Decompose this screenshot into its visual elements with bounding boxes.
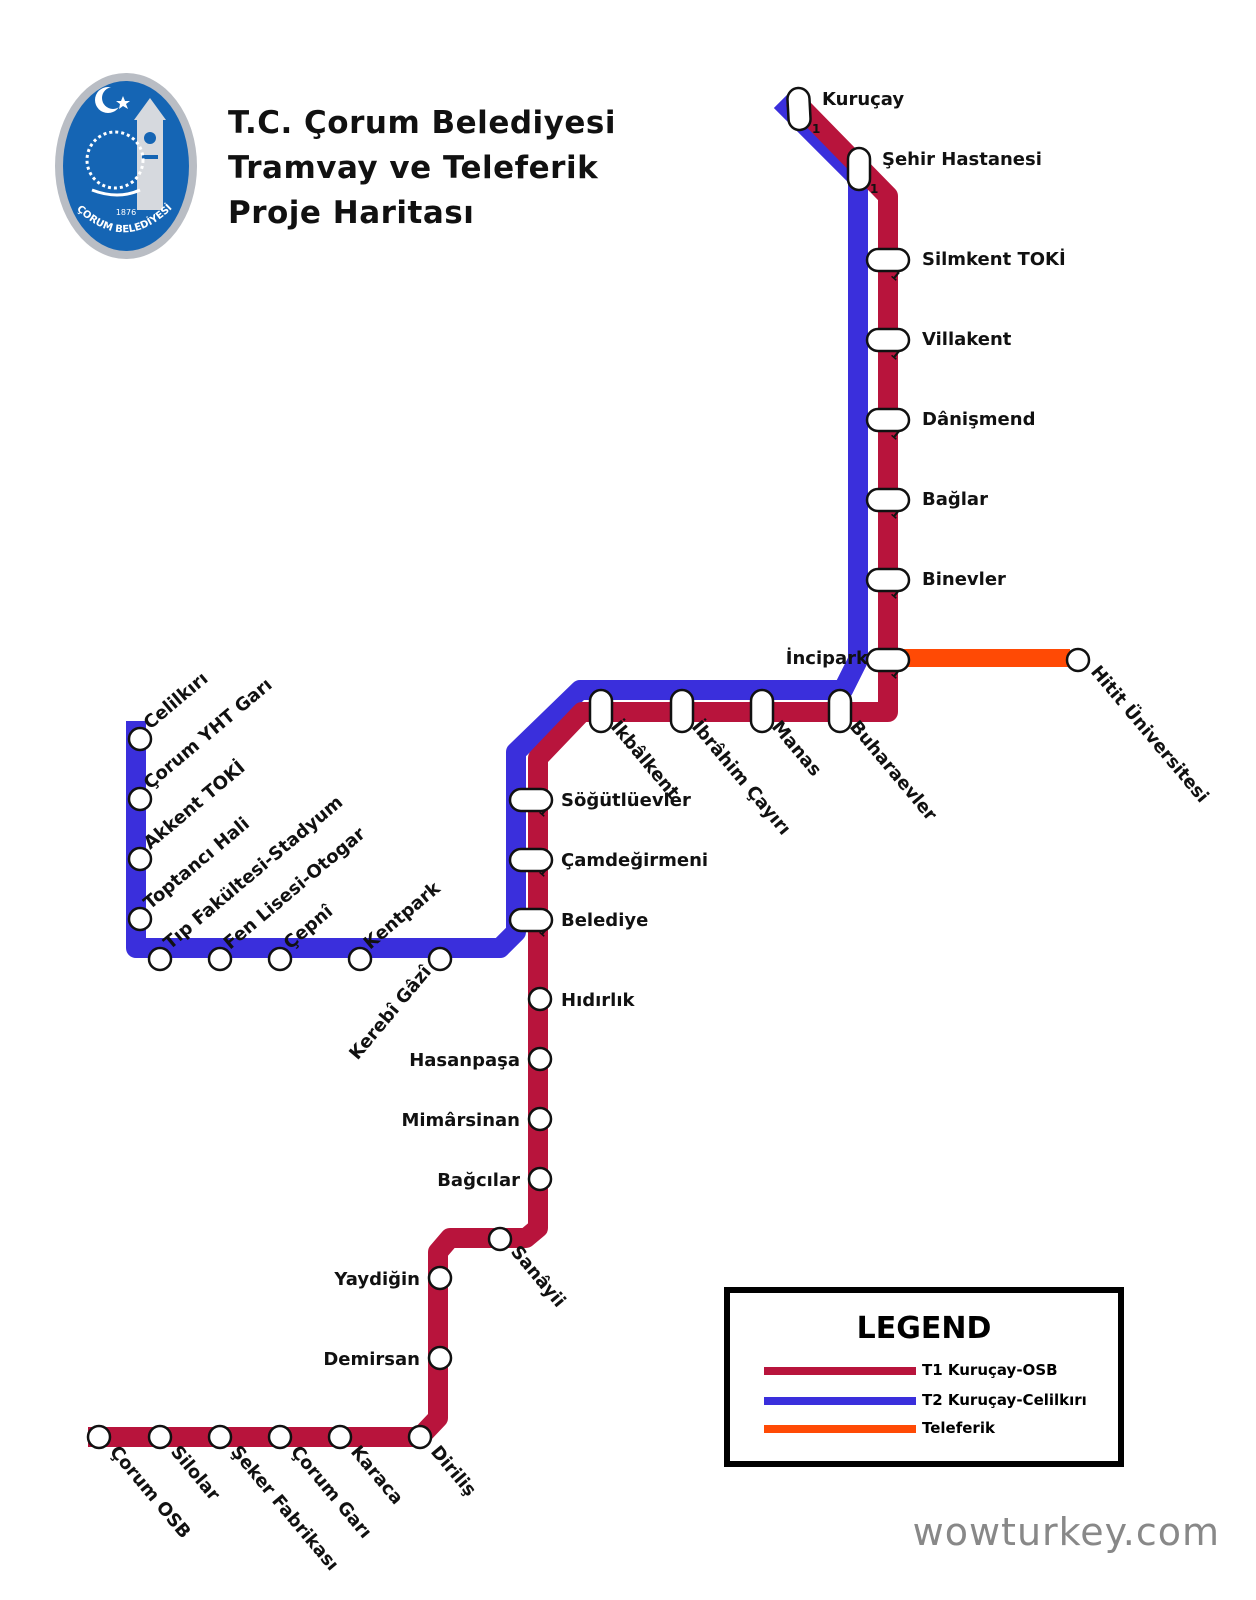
label-belediye: Belediye (561, 910, 648, 931)
label-binevler: Binevler (922, 569, 1006, 590)
clock-tower-icon (134, 98, 166, 210)
station-cepni (267, 946, 293, 972)
legend-swatch-cable (764, 1425, 916, 1433)
label-corum-yht: Çorum YHT Garı (140, 674, 277, 794)
station-corum-gari (267, 1424, 293, 1450)
label-danismend: Dânişmend (922, 409, 1035, 430)
station-mimarsinan (527, 1106, 553, 1132)
station-baglar (865, 487, 911, 513)
station-fen-lisesi (207, 946, 233, 972)
label-silolar: Silolar (166, 1442, 224, 1505)
station-kerebi-gazi (427, 946, 453, 972)
station-ibrahim-cayiri (669, 688, 695, 734)
label-seker-fabrikasi: Şeker Fabrikası (226, 1442, 343, 1575)
station-manas (749, 688, 775, 734)
label-kerebi-gazi: Kerebî Gâzî (345, 961, 436, 1064)
station-hasanpasa (527, 1046, 553, 1072)
t2-line (126, 93, 868, 958)
station-villakent (865, 327, 911, 353)
station-demirsan (427, 1345, 453, 1371)
station-buharaevler (827, 688, 853, 734)
label-incipark: İncipark (786, 647, 869, 669)
station-silolar (147, 1424, 173, 1450)
station-seker-fabrikasi (207, 1424, 233, 1450)
label-sehir-hastanesi: Şehir Hastanesi (882, 149, 1042, 170)
legend-box: LEGEND T1 Kuruçay-OSB T2 Kuruçay-Celilkı… (724, 1287, 1124, 1467)
legend-label-t1: T1 Kuruçay-OSB (922, 1361, 1058, 1379)
label-bagcilar: Bağcılar (437, 1170, 520, 1191)
map-title-line-2: Tramvay ve Teleferik (228, 150, 599, 186)
label-celilkiri: Celilkırı (140, 668, 213, 734)
station-dirilis (407, 1424, 433, 1450)
label-silmkent-toki: Silmkent TOKİ (922, 248, 1066, 270)
label-hidirlik: Hıdırlık (561, 990, 636, 1011)
label-manas: Manas (767, 717, 825, 781)
label-yaydigin: Yaydiğin (333, 1269, 420, 1290)
station-binevler (865, 567, 911, 593)
legend-swatch-t2 (764, 1397, 916, 1405)
label-kurucay: Kuruçay (822, 89, 904, 110)
station-toptanci-hali (127, 906, 153, 932)
station-belediye (508, 907, 554, 933)
map-title-line-3: Proje Haritası (228, 195, 475, 231)
label-villakent: Villakent (922, 329, 1012, 350)
station-celilkiri (127, 726, 153, 752)
svg-text:1: 1 (870, 182, 878, 196)
label-baglar: Bağlar (922, 489, 988, 510)
map-title-line-1: T.C. Çorum Belediyesi (228, 105, 616, 141)
station-camdegirmeni (508, 847, 554, 873)
station-silmkent-toki (865, 247, 911, 273)
station-hidirlik (527, 986, 553, 1012)
label-sanayii: Sanâyii (506, 1242, 569, 1312)
legend-label-cable: Teleferik (922, 1419, 995, 1437)
label-hitit: Hitit Üniversitesi (1086, 661, 1213, 807)
label-karaca: Karaca (346, 1442, 407, 1509)
station-sanayii (487, 1226, 513, 1252)
label-sogutluevler: Söğütlüevler (561, 790, 691, 811)
station-kurucay (786, 86, 812, 132)
station-akkent-toki (127, 846, 153, 872)
station-sogutluevler (508, 787, 554, 813)
station-bagcilar (527, 1166, 553, 1192)
label-camdegirmeni: Çamdeğirmeni (561, 850, 708, 871)
legend-swatch-t1 (764, 1367, 916, 1375)
station-sehir-hastanesi (846, 146, 872, 192)
t1-line (88, 91, 898, 1447)
crescent-star-icon (95, 87, 130, 113)
label-buharaevler: Buharaevler (845, 717, 941, 825)
corum-municipality-logo: 1876 ÇORUM BELEDİYESİ (55, 73, 197, 259)
label-dirilis: Diriliş (426, 1442, 480, 1501)
watermark: wowturkey.com (912, 1510, 1220, 1554)
station-corum-osb (86, 1424, 112, 1450)
station-hitit (1065, 647, 1091, 673)
label-mimarsinan: Mimârsinan (401, 1110, 520, 1131)
svg-text:1: 1 (812, 122, 820, 136)
station-incipark (865, 647, 911, 673)
label-demirsan: Demirsan (323, 1349, 420, 1370)
legend-title: LEGEND (856, 1311, 992, 1346)
station-tip-fakultesi (147, 946, 173, 972)
station-corum-yht (127, 786, 153, 812)
station-karaca (327, 1424, 353, 1450)
legend-label-t2: T2 Kuruçay-Celilkırı (922, 1391, 1087, 1409)
label-hasanpasa: Hasanpaşa (409, 1050, 520, 1071)
station-yaydigin (427, 1265, 453, 1291)
station-danismend (865, 407, 911, 433)
logo-year: 1876 (116, 208, 136, 217)
station-kentpark (347, 946, 373, 972)
station-ikbalkent (588, 688, 614, 734)
